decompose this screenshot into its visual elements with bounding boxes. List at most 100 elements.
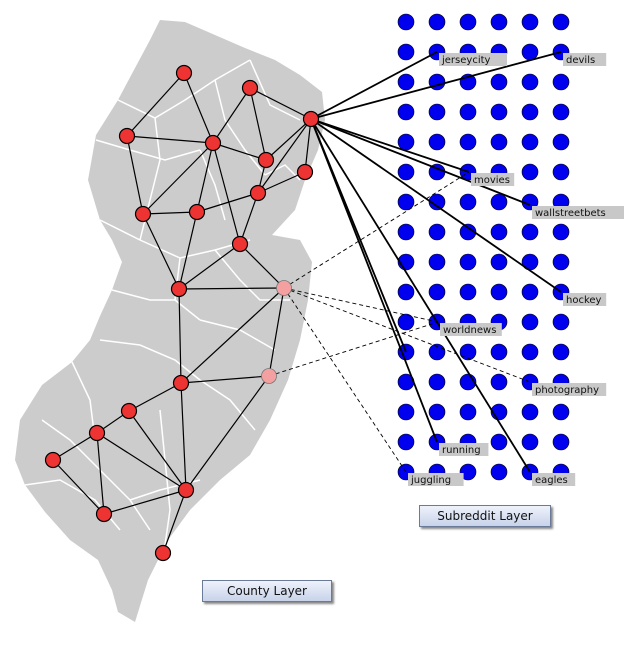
strong-link [310,118,562,293]
grid-dot [521,43,539,61]
grid-dot [490,223,508,241]
label-text: movies [474,175,510,186]
subreddit-label-hockey: hockey [563,293,607,306]
grid-dot [490,463,508,481]
grid-dot [459,283,477,301]
grid-dot [552,133,570,151]
label-text: wallstreetbets [535,208,606,219]
grid-dot [490,433,508,451]
county-node [204,134,222,152]
label-background [532,473,576,486]
county-node [231,235,249,253]
grid-dot [428,223,446,241]
label-background [439,53,507,66]
subreddit-label-devils: devils [563,53,607,66]
strong-link [310,51,438,120]
grid-dot [490,13,508,31]
grid-dot [459,103,477,121]
grid-dot [459,463,477,481]
label-background [563,293,607,306]
grid-dot [459,403,477,421]
label-background [563,53,607,66]
county-node [120,402,138,420]
grid-dot [552,313,570,331]
county-layer-label: County Layer [202,580,332,602]
subreddit-grid [397,13,570,481]
weak-link [283,287,531,383]
grid-dot [490,343,508,361]
grid-dot [490,133,508,151]
county-node-highlighted [261,368,277,384]
grid-dot [521,223,539,241]
county-node [172,374,190,392]
grid-dot [521,433,539,451]
strong-link [310,118,407,353]
grid-dot [428,253,446,271]
grid-dot [552,403,570,421]
grid-dot [459,223,477,241]
subreddit-labels: jerseycity devils movies wallstreetbets hock… [408,53,624,486]
county-edges [52,72,312,554]
grid-dot [521,283,539,301]
grid-dot [397,43,415,61]
grid-dot [397,163,415,181]
grid-dot [397,73,415,91]
label-text: photography [535,385,599,396]
grid-dot [521,13,539,31]
grid-dot [521,103,539,121]
strong-link [310,51,562,120]
grid-dot [552,13,570,31]
subreddit-label-juggling: juggling [408,473,464,486]
label-text: devils [566,55,595,66]
grid-dot [459,253,477,271]
grid-dot [521,73,539,91]
county-node [249,184,267,202]
weak-link [283,287,439,323]
grid-dot [459,13,477,31]
connection-edges [268,51,562,473]
grid-dot [459,193,477,211]
county-node-highlighted [276,280,292,296]
county-node [95,505,113,523]
grid-dot [552,433,570,451]
weak-link [283,171,470,289]
grid-dot [521,403,539,421]
label-background [440,323,502,336]
grid-dot [428,403,446,421]
county-node [134,205,152,223]
county-node [302,110,320,128]
county-node [177,481,195,499]
label-text: jerseycity [441,55,491,66]
grid-dot [521,133,539,151]
label-background [439,443,489,456]
subreddit-layer-label: Subreddit Layer [419,505,551,527]
county-node [88,424,106,442]
new-jersey-map [15,20,325,622]
label-text: juggling [410,475,451,486]
strong-link [310,118,531,473]
label-text: hockey [566,295,602,306]
label-background [408,473,464,486]
subreddit-label-worldnews: worldnews [440,323,502,336]
label-background [471,173,515,186]
county-node [175,64,193,82]
label-text: running [442,445,481,456]
subreddit-label-wallstreetbets: wallstreetbets [532,206,624,219]
grid-dot [490,373,508,391]
grid-dot [428,193,446,211]
grid-dot [428,103,446,121]
grid-dot [552,73,570,91]
grid-dot [490,253,508,271]
grid-dot [459,133,477,151]
label-background [532,206,624,219]
grid-dot [397,103,415,121]
county-nodes [44,64,320,562]
grid-dot [397,403,415,421]
grid-dot [521,313,539,331]
subreddit-label-movies: movies [471,173,515,186]
grid-dot [397,283,415,301]
grid-dot [490,73,508,91]
grid-dot [552,163,570,181]
county-node [170,280,188,298]
